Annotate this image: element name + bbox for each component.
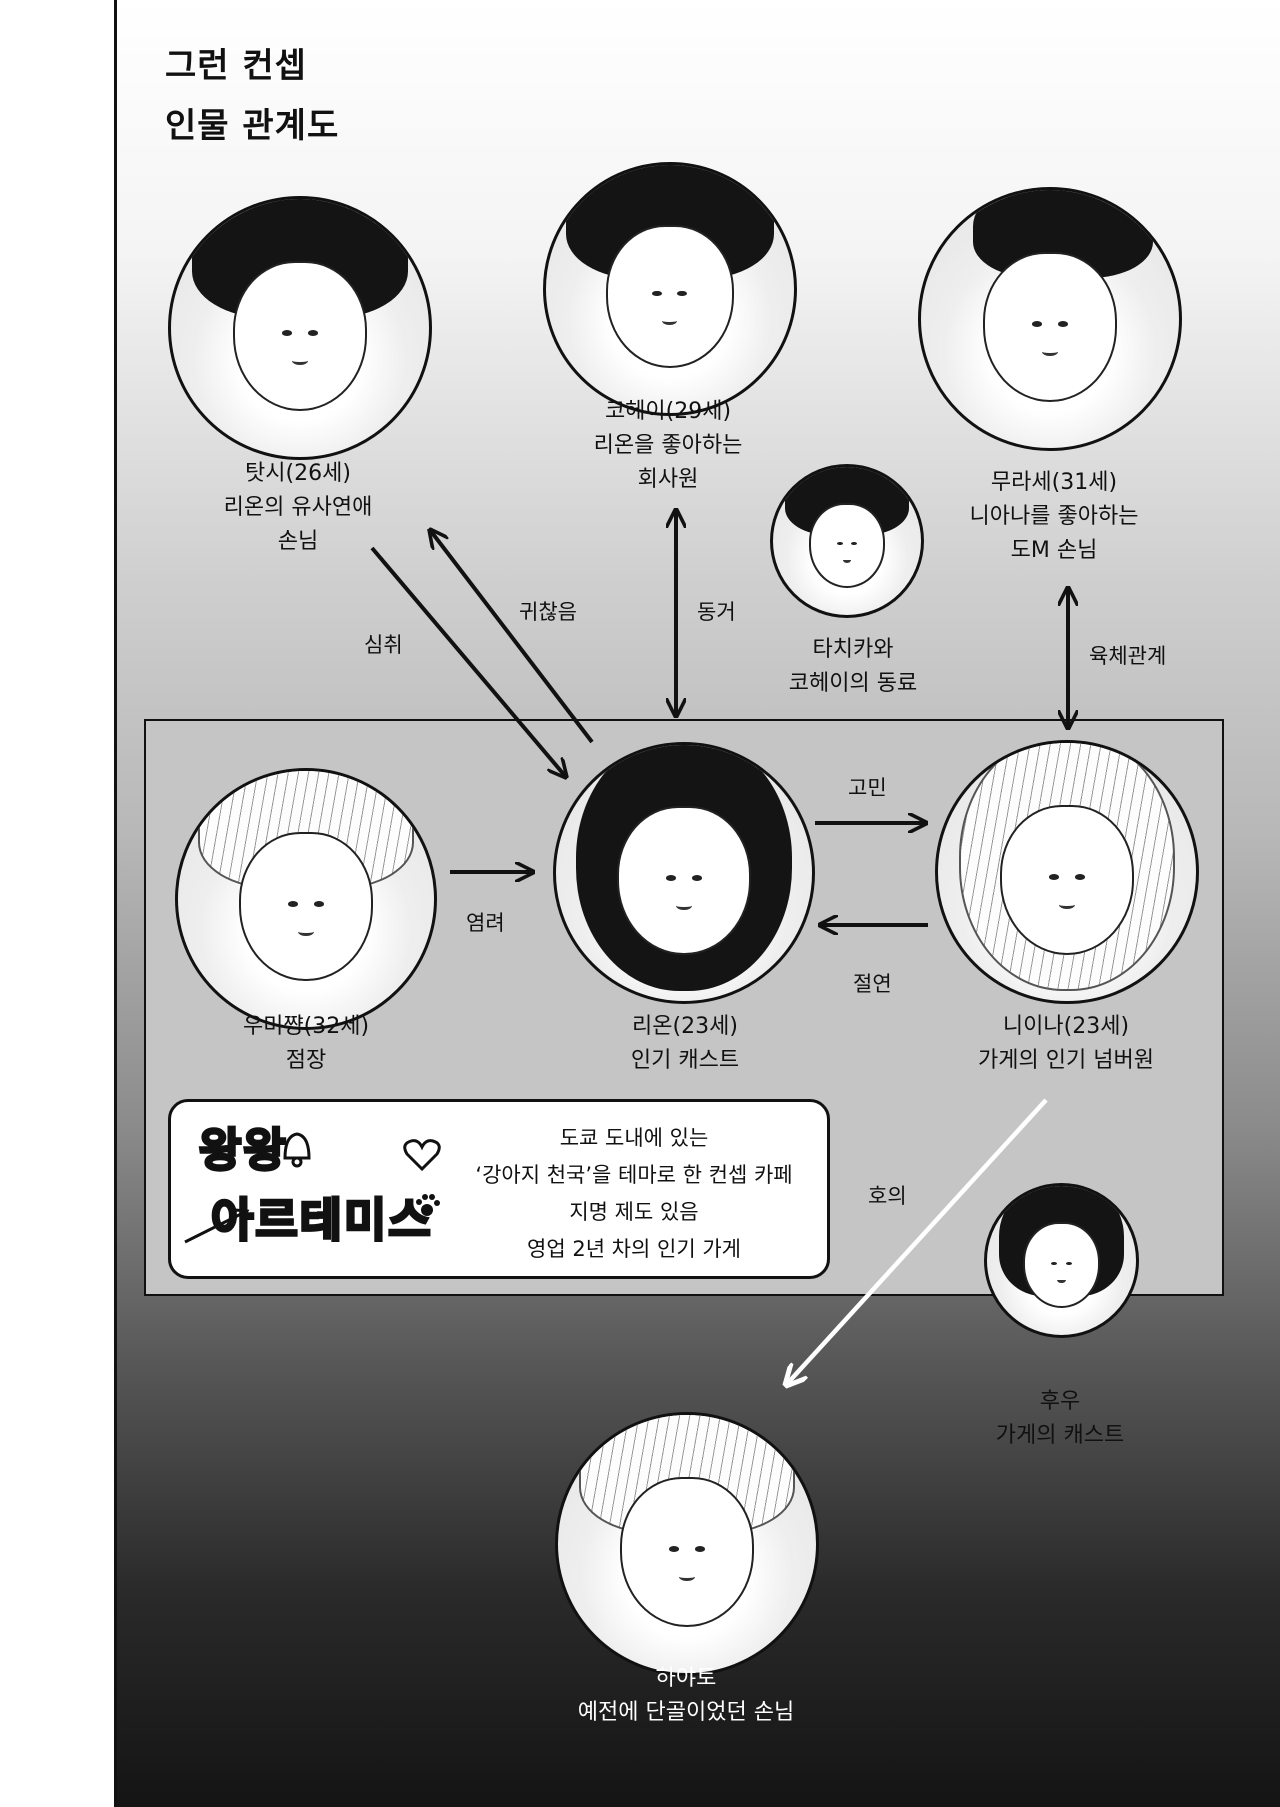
label-tachika: 타치카와 코헤이의 동료 bbox=[789, 633, 917, 701]
arrow-rion-to-tassi bbox=[430, 530, 594, 744]
desc-hayato: 예전에 단골이었던 손님 bbox=[577, 1700, 795, 1725]
page-title-line-1: 그런 컨셉 bbox=[165, 46, 307, 86]
cafe-description: 도쿄 도내에 있는 ‘강아지 천국’을 테마로 한 컨셉 카페 지명 제도 있음… bbox=[454, 1120, 814, 1268]
name-hayato: 하야토 bbox=[655, 1666, 717, 1691]
relation-label-murase-niina: 육체관계 bbox=[1089, 644, 1167, 668]
arrow-niina-to-hayato bbox=[786, 1098, 1048, 1385]
bell-icon bbox=[283, 1132, 311, 1168]
label-murase: 무라세(31세) 니아나를 좋아하는 도M 손님 bbox=[970, 466, 1139, 568]
portrait-fuu bbox=[984, 1183, 1139, 1338]
label-fuu: 후우 가게의 캐스트 bbox=[996, 1385, 1124, 1453]
cafe-logo-line-2: 아르테미스 bbox=[210, 1192, 433, 1249]
cafe-desc-line-1: 도쿄 도내에 있는 bbox=[559, 1126, 709, 1150]
portrait-hayato bbox=[555, 1412, 819, 1676]
relation-label-umichan-to-rion: 염려 bbox=[466, 911, 505, 935]
name-murase: 무라세(31세) bbox=[990, 470, 1118, 495]
page-margin bbox=[0, 0, 117, 1807]
desc-niina: 가게의 인기 넘버원 bbox=[978, 1048, 1154, 1073]
label-niina: 니이나(23세) 가게의 인기 넘버원 bbox=[978, 1010, 1154, 1078]
portrait-tachika bbox=[770, 464, 924, 618]
label-umichan: 우미쨩(32세) 점장 bbox=[243, 1010, 369, 1078]
portrait-murase bbox=[918, 187, 1182, 451]
cafe-desc-line-4: 영업 2년 차의 인기 가게 bbox=[527, 1237, 741, 1261]
portrait-rion bbox=[553, 742, 815, 1004]
name-niina: 니이나(23세) bbox=[1002, 1014, 1130, 1039]
portrait-tassi bbox=[168, 196, 432, 460]
desc-murase-2: 도M 손님 bbox=[1010, 538, 1098, 563]
desc-fuu: 가게의 캐스트 bbox=[995, 1423, 1125, 1448]
name-kohei: 코헤이(29세) bbox=[604, 399, 732, 424]
cafe-desc-line-2: ‘강아지 천국’을 테마로 한 컨셉 카페 bbox=[475, 1163, 793, 1187]
cafe-desc-line-3: 지명 제도 있음 bbox=[569, 1200, 699, 1224]
relation-label-niina-to-rion: 절연 bbox=[853, 972, 892, 996]
desc-rion: 인기 캐스트 bbox=[630, 1048, 740, 1073]
name-fuu: 후우 bbox=[1039, 1389, 1081, 1414]
name-rion: 리온(23세) bbox=[632, 1014, 738, 1039]
relation-label-niina-to-hayato: 호의 bbox=[868, 1184, 907, 1208]
cafe-logo-line-1: 왕왕 bbox=[198, 1122, 288, 1179]
desc-umichan: 점장 bbox=[285, 1048, 327, 1073]
relation-label-rion-to-niina: 고민 bbox=[848, 776, 887, 800]
desc-tassi-2: 손님 bbox=[277, 529, 319, 554]
portrait-niina bbox=[935, 740, 1199, 1004]
desc-murase-1: 니아나를 좋아하는 bbox=[969, 504, 1139, 529]
heart-icon bbox=[403, 1139, 441, 1172]
relation-label-tassi-to-rion: 심취 bbox=[364, 633, 403, 657]
label-hayato: 하야토 예전에 단골이었던 손님 bbox=[578, 1662, 794, 1730]
label-tassi: 탓시(26세) 리온의 유사연애 손님 bbox=[224, 457, 373, 559]
portrait-umichan bbox=[175, 768, 437, 1030]
name-umichan: 우미쨩(32세) bbox=[242, 1014, 370, 1039]
portrait-kohei bbox=[543, 162, 797, 416]
desc-tachika-2: 코헤이의 동료 bbox=[788, 671, 918, 696]
name-tassi: 탓시(26세) bbox=[245, 461, 351, 486]
relation-label-kohei-rion: 동거 bbox=[697, 600, 736, 624]
relation-label-rion-to-tassi: 귀찮음 bbox=[519, 600, 577, 624]
cafe-logo: 왕왕 아르테미스 bbox=[181, 1114, 451, 1264]
arrow-tassi-to-rion bbox=[370, 546, 566, 777]
desc-tachika-1: 타치카와 bbox=[812, 637, 894, 662]
cafe-info-card: 왕왕 아르테미스 도쿄 도내에 있는 ‘강아지 천국’을 테마로 한 컨셉 카페… bbox=[168, 1099, 830, 1279]
arrow-decoration-icon bbox=[184, 1208, 250, 1244]
desc-kohei-1: 리온을 좋아하는 bbox=[593, 433, 743, 458]
label-rion: 리온(23세) 인기 캐스트 bbox=[631, 1010, 739, 1078]
page-title-line-2: 인물 관계도 bbox=[165, 106, 340, 146]
paw-icon bbox=[416, 1194, 440, 1216]
desc-kohei-2: 회사원 bbox=[637, 467, 699, 492]
desc-tassi-1: 리온의 유사연애 bbox=[223, 495, 373, 520]
label-kohei: 코헤이(29세) 리온을 좋아하는 회사원 bbox=[594, 395, 743, 497]
